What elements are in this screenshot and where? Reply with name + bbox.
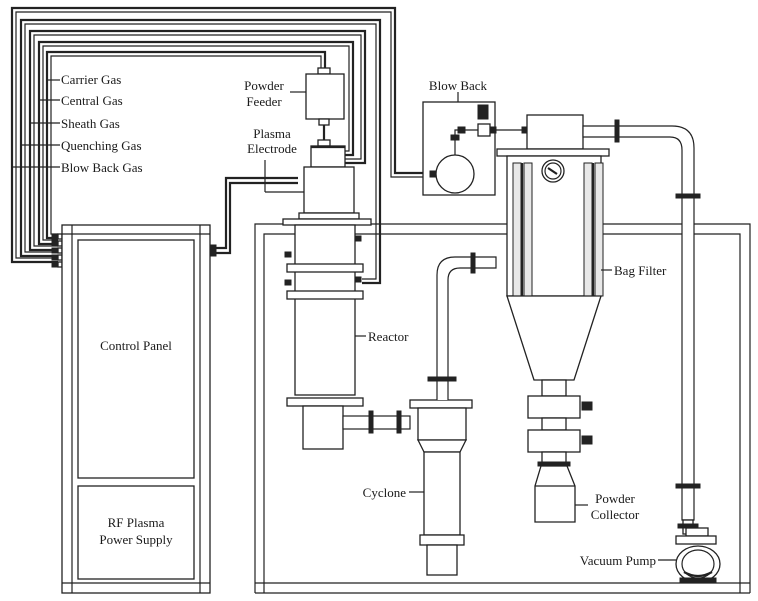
rf-power-cable [216, 176, 298, 250]
plasma-torch [282, 145, 372, 226]
sheath-gas-line [28, 29, 367, 252]
label-cyclone: Cyclone [363, 485, 407, 500]
label-plasma-electrode-1: Plasma [253, 126, 291, 141]
exhaust-pipe [582, 119, 701, 535]
label-powder-feeder-2: Feeder [246, 94, 282, 109]
label-bag-filter: Bag Filter [614, 263, 667, 278]
vacuum-pump [675, 527, 721, 583]
gas-lines [10, 6, 430, 285]
carrier-gas-line [45, 50, 327, 240]
cyclone-bagfilter-pipe [427, 252, 497, 400]
label-sheath-gas: Sheath Gas [61, 116, 120, 131]
gas-connectors [51, 233, 63, 268]
blow-back-gas-line [10, 6, 430, 264]
quenching-gas-line [19, 18, 382, 285]
label-control-panel: Control Panel [100, 338, 172, 353]
bag-filter [496, 114, 610, 467]
label-central-gas: Central Gas [61, 93, 123, 108]
label-blow-back-gas: Blow Back Gas [61, 160, 143, 175]
central-gas-line [37, 40, 355, 246]
plasma-electrode [310, 145, 346, 168]
rf-power-supply [77, 485, 195, 580]
label-rf-power-1: RF Plasma [108, 515, 165, 530]
label-powder-collector-2: Collector [591, 507, 640, 522]
blow-back-unit [422, 101, 529, 196]
powder-feeder [305, 67, 345, 147]
reactor-cyclone-duct [342, 410, 411, 434]
label-powder-collector-1: Powder [595, 491, 635, 506]
control-panel [77, 239, 195, 479]
label-reactor: Reactor [368, 329, 409, 344]
label-powder-feeder-1: Powder [244, 78, 284, 93]
blow-back-tank [435, 154, 475, 194]
reactor [284, 224, 364, 450]
cyclone [409, 399, 473, 576]
equipment-frame [254, 223, 751, 594]
label-quenching-gas: Quenching Gas [61, 138, 142, 153]
label-rf-power-2: Power Supply [99, 532, 173, 547]
label-carrier-gas: Carrier Gas [61, 72, 121, 87]
control-cabinet [61, 176, 298, 594]
label-blow-back: Blow Back [429, 78, 488, 93]
powder-collector [534, 465, 576, 523]
label-vacuum-pump: Vacuum Pump [580, 553, 656, 568]
label-plasma-electrode-2: Electrode [247, 141, 297, 156]
